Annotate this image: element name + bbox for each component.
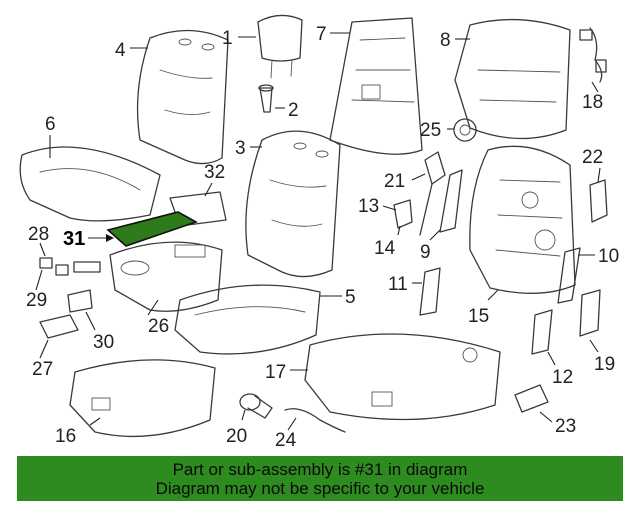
part-recliner-bushing	[453, 118, 477, 142]
callout-13: 13	[358, 196, 379, 217]
part-seat-back-frame	[329, 17, 423, 155]
callout-24: 24	[275, 430, 297, 451]
callout-20: 20	[226, 426, 247, 447]
callout-17: 17	[265, 362, 286, 383]
callout-23: 23	[555, 416, 576, 437]
callout-1: 1	[222, 28, 233, 49]
callout-21: 21	[384, 171, 405, 192]
callout-22: 22	[582, 147, 603, 168]
callout-19: 19	[594, 354, 615, 375]
callout-31: 31	[63, 228, 85, 250]
callout-15: 15	[468, 306, 489, 327]
banner-line-part: Part or sub-assembly is #31 in diagram	[172, 459, 468, 479]
part-headrest	[257, 14, 303, 79]
leader-lines	[35, 32, 601, 431]
part-clip	[393, 199, 413, 229]
part-side-cover	[439, 169, 463, 233]
seat-exploded-diagram: 1 2 3 4 5 6 7 8 9 10 11 12 13 14 15 16 1…	[19, 14, 619, 451]
part-lower-cushion	[174, 284, 321, 355]
part-latch	[514, 384, 549, 413]
callout-30: 30	[93, 332, 114, 353]
part-31-highlighted	[106, 211, 198, 247]
callout-28: 28	[28, 224, 49, 245]
callout-8: 8	[440, 30, 451, 51]
callout-27: 27	[32, 359, 53, 380]
part-wire-harness-upper	[579, 27, 607, 83]
part-cushion-frame-left	[69, 359, 216, 438]
callout-25: 25	[420, 120, 441, 141]
part-seat-back-upper	[136, 29, 229, 165]
part-seat-frame	[469, 145, 576, 294]
callout-6: 6	[45, 114, 56, 135]
callout-29: 29	[26, 290, 47, 311]
callout-11: 11	[388, 274, 408, 295]
part-side-trim	[557, 247, 581, 304]
callout-3: 3	[235, 138, 246, 159]
part-trim-panel	[419, 267, 441, 316]
part-motor	[579, 289, 601, 337]
part-rear-trim	[531, 309, 553, 355]
callout-4: 4	[115, 40, 126, 61]
part-seat-cushion	[19, 146, 161, 222]
part-seat-back-pad	[454, 18, 571, 140]
callout-7: 7	[316, 24, 327, 45]
part-seat-back	[245, 130, 341, 278]
part-headrest-guide	[258, 84, 274, 113]
banner-line-disclaimer: Diagram may not be specific to your vehi…	[155, 478, 485, 498]
callout-14: 14	[374, 238, 396, 259]
info-banner: Part or sub-assembly is #31 in diagram D…	[17, 456, 623, 501]
part-cushion-frame-right	[304, 333, 501, 421]
part-console	[109, 241, 223, 312]
callout-16: 16	[55, 426, 76, 447]
part-bracket	[589, 179, 608, 223]
callout-9: 9	[420, 242, 431, 263]
part-lever	[419, 151, 446, 236]
callout-labels: 1 2 3 4 5 6 7 8 9 10 11 12 13 14 15 16 1…	[26, 24, 619, 451]
callout-2: 2	[288, 100, 299, 121]
part-actuator	[239, 393, 273, 419]
callout-12: 12	[552, 367, 573, 388]
callout-32: 32	[204, 162, 225, 183]
callout-10: 10	[598, 246, 619, 267]
part-small-clips	[39, 257, 101, 339]
part-wire	[284, 408, 346, 433]
callout-18: 18	[582, 92, 603, 113]
callout-26: 26	[148, 316, 169, 337]
callout-5: 5	[345, 287, 356, 308]
